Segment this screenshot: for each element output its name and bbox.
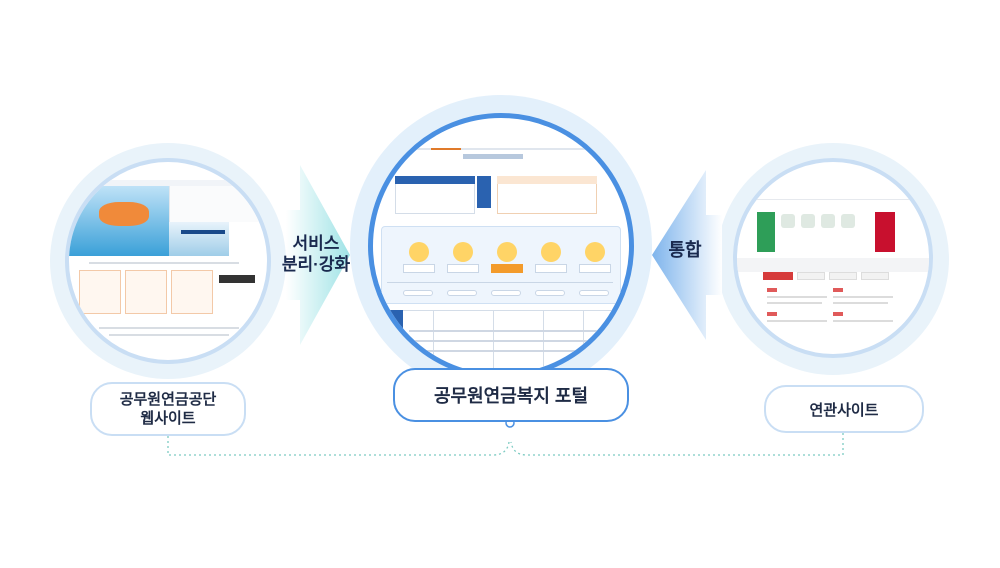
thumb-row <box>833 302 888 304</box>
portal-thumbnail-circle <box>368 113 634 379</box>
thumb-side-panel <box>169 186 267 222</box>
thumb-icon <box>801 214 815 228</box>
thumb-text-line <box>99 327 239 329</box>
thumb-timeline <box>387 282 613 283</box>
thumb-card <box>171 270 213 314</box>
related-sites-label: 연관사이트 <box>764 385 924 433</box>
thumb-tab <box>829 272 857 280</box>
arrow-right-shape <box>286 165 350 345</box>
thumb-separator <box>737 258 929 272</box>
thumb-phone-number <box>219 275 255 283</box>
thumb-green-tile <box>757 212 775 252</box>
related-sites-label-text: 연관사이트 <box>809 401 879 419</box>
thumb-icon <box>781 214 795 228</box>
thumb-grid-line <box>409 350 609 352</box>
thumb-pension-table-header <box>395 176 475 184</box>
thumb-nav <box>737 192 929 200</box>
thumb-character-icon <box>585 242 605 262</box>
thumb-pension-button <box>477 176 491 208</box>
thumb-card <box>79 270 121 314</box>
thumb-tab <box>861 272 889 280</box>
thumb-card <box>125 270 167 314</box>
thumb-service-button <box>579 264 611 273</box>
thumb-service-button <box>535 264 567 273</box>
thumb-banner-figure <box>99 202 149 226</box>
thumb-date-pill <box>535 290 565 296</box>
thumb-tab-active <box>763 272 793 280</box>
thumb-nav <box>373 138 629 150</box>
thumb-top-bar <box>69 180 267 186</box>
thumb-grid-line <box>409 340 609 342</box>
connector-line-left <box>167 436 510 456</box>
thumb-character-icon <box>497 242 517 262</box>
thumb-text-line <box>89 262 239 264</box>
thumb-city-banner-text <box>181 230 225 234</box>
thumb-row <box>767 320 827 322</box>
portal-label-text: 공무원연금복지 포털 <box>433 386 589 406</box>
thumb-row <box>833 296 893 298</box>
thumb-row <box>767 302 822 304</box>
website-thumbnail-circle <box>65 158 271 364</box>
merge-arrow-label: 통합 <box>668 240 702 260</box>
thumb-icon <box>841 214 855 228</box>
thumb-date-pill <box>447 290 477 296</box>
thumb-tab <box>797 272 825 280</box>
thumb-character-icon <box>409 242 429 262</box>
thumb-date-pill <box>403 290 433 296</box>
thumb-date-pill <box>491 290 521 296</box>
split-arrow-label: 서비스 분리·강화 <box>281 234 351 274</box>
website-label: 공무원연금공단 웹사이트 <box>90 382 246 436</box>
thumb-character-icon <box>541 242 561 262</box>
thumb-grid-line <box>409 330 609 332</box>
thumb-section-title <box>463 154 523 159</box>
thumb-row-marker <box>767 312 777 316</box>
arrow-left-shape <box>652 170 722 340</box>
thumb-row-marker <box>833 312 843 316</box>
thumb-row <box>833 320 893 322</box>
portal-label: 공무원연금복지 포털 <box>393 368 629 422</box>
thumb-service-button <box>447 264 479 273</box>
related-sites-thumbnail-circle <box>733 158 933 358</box>
thumb-top-bar <box>373 126 629 136</box>
thumb-row-marker <box>833 288 843 292</box>
thumb-nav-active <box>431 138 461 150</box>
thumb-icon <box>821 214 835 228</box>
thumb-city-banner <box>169 222 229 256</box>
thumb-text-line <box>109 334 229 336</box>
thumb-service-button <box>403 264 435 273</box>
thumb-red-tile <box>875 212 895 252</box>
thumb-card-row <box>79 270 259 320</box>
thumb-service-grid-side <box>381 310 403 370</box>
thumb-service-button-active <box>491 264 523 273</box>
connector-line-right <box>510 433 844 456</box>
thumb-loan-table-header <box>497 176 597 184</box>
thumb-character-icon <box>453 242 473 262</box>
thumb-row-marker <box>767 288 777 292</box>
thumb-row <box>767 296 827 298</box>
thumb-date-pill <box>579 290 609 296</box>
website-label-text: 공무원연금공단 웹사이트 <box>119 391 217 427</box>
